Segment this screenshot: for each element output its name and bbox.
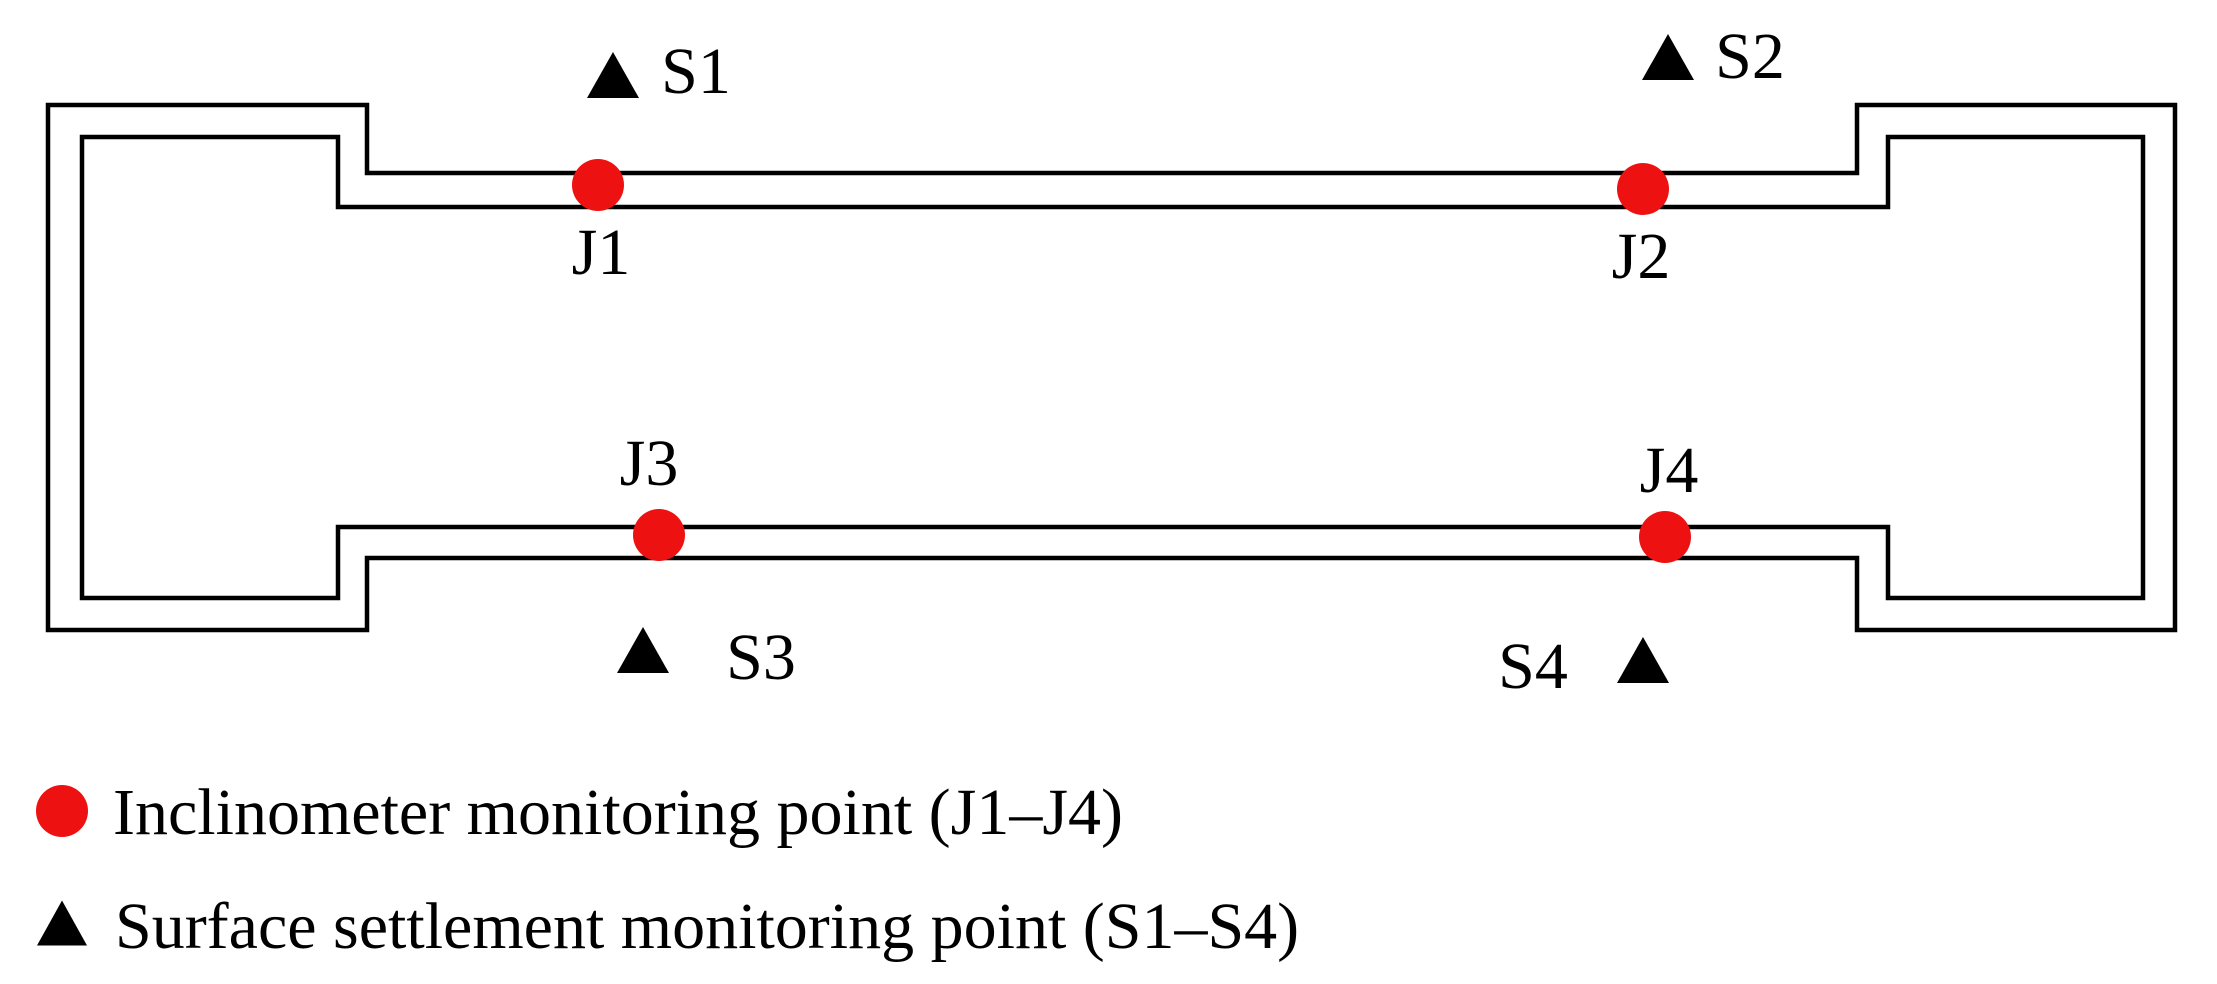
settlement-marker-s1-icon (587, 52, 639, 98)
outer-wall-outline (45, 102, 2178, 633)
inner-wall-outline (79, 134, 2146, 601)
legend-item-label-settlement: Surface settlement monitoring point (S1–… (115, 890, 1300, 963)
settlement-marker-s2-icon (1642, 34, 1694, 80)
label-s1: S1 (661, 35, 731, 108)
label-j3: J3 (619, 427, 679, 500)
inclinometer-marker-j1-icon (572, 159, 624, 211)
settlement-marker-s4-icon (1617, 637, 1669, 683)
label-s4: S4 (1498, 630, 1568, 703)
label-j4: J4 (1639, 434, 1699, 507)
label-s2: S2 (1715, 20, 1785, 93)
label-j2: J2 (1611, 220, 1671, 293)
legend-item-label-inclinometer: Inclinometer monitoring point (J1–J4) (113, 776, 1124, 849)
inclinometer-marker-j3-icon (633, 509, 685, 561)
label-s3: S3 (726, 621, 796, 694)
label-j1: J1 (571, 216, 631, 289)
inclinometer-marker-j4-icon (1639, 511, 1691, 563)
inclinometer-marker-j2-icon (1617, 163, 1669, 215)
settlement-marker-s3-icon (617, 627, 669, 673)
legend-inclinometer-circle-icon (36, 785, 88, 837)
legend-settlement-triangle-icon (37, 900, 87, 946)
